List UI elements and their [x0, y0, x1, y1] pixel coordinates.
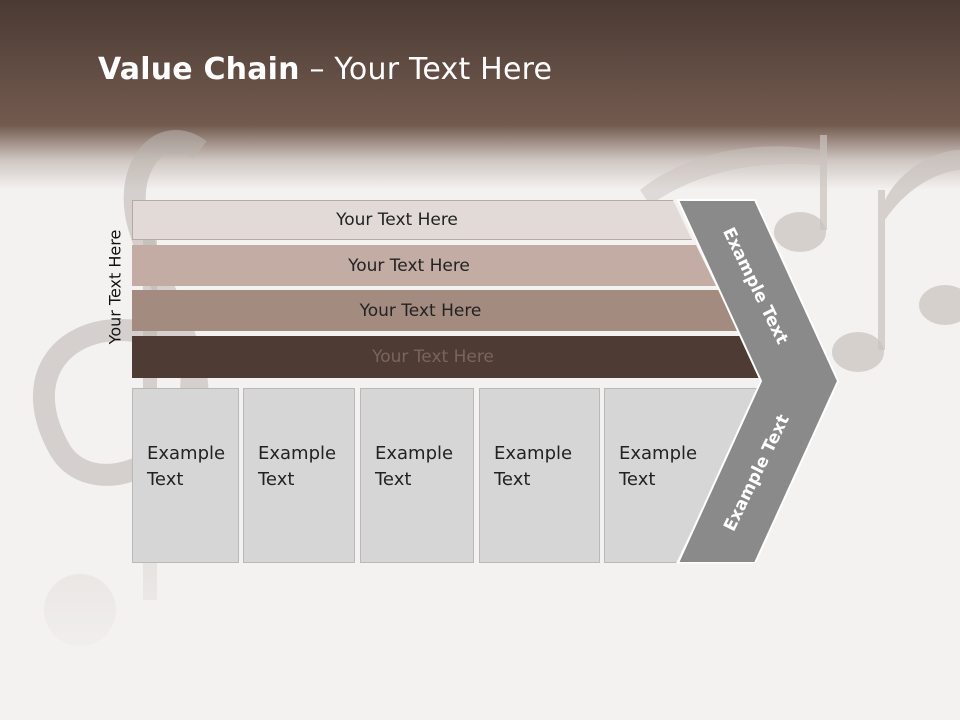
music-notes-icon [640, 135, 960, 372]
box-line-2: Text [147, 469, 184, 490]
page-title: Value Chain – Your Text Here [98, 52, 552, 87]
row-label: Your Text Here [372, 347, 494, 367]
row-label: Your Text Here [336, 210, 458, 230]
row-label: Your Text Here [348, 255, 470, 276]
box-line-2: Text [619, 469, 656, 490]
value-row-4: Your Text Here [132, 336, 764, 378]
box-line-1: Example [147, 443, 226, 464]
box-line-1: Example [258, 443, 337, 464]
reflection-fade [0, 563, 960, 720]
box-line-1: Example [494, 443, 573, 464]
value-row-2: Your Text Here [132, 245, 716, 286]
row-label: Your Text Here [359, 300, 482, 321]
value-row-1: Your Text Here [132, 200, 692, 240]
box-line-1: Example [619, 443, 698, 464]
title-bold: Value Chain [98, 52, 300, 87]
title-rest: – Your Text Here [299, 52, 553, 87]
chevron-shape [676, 199, 840, 564]
box-line-2: Text [375, 469, 412, 490]
box-line-2: Text [258, 469, 295, 490]
box-line-1: Example [375, 443, 454, 464]
box-line-2: Text [494, 469, 531, 490]
value-row-3: Your Text Here [132, 290, 739, 331]
